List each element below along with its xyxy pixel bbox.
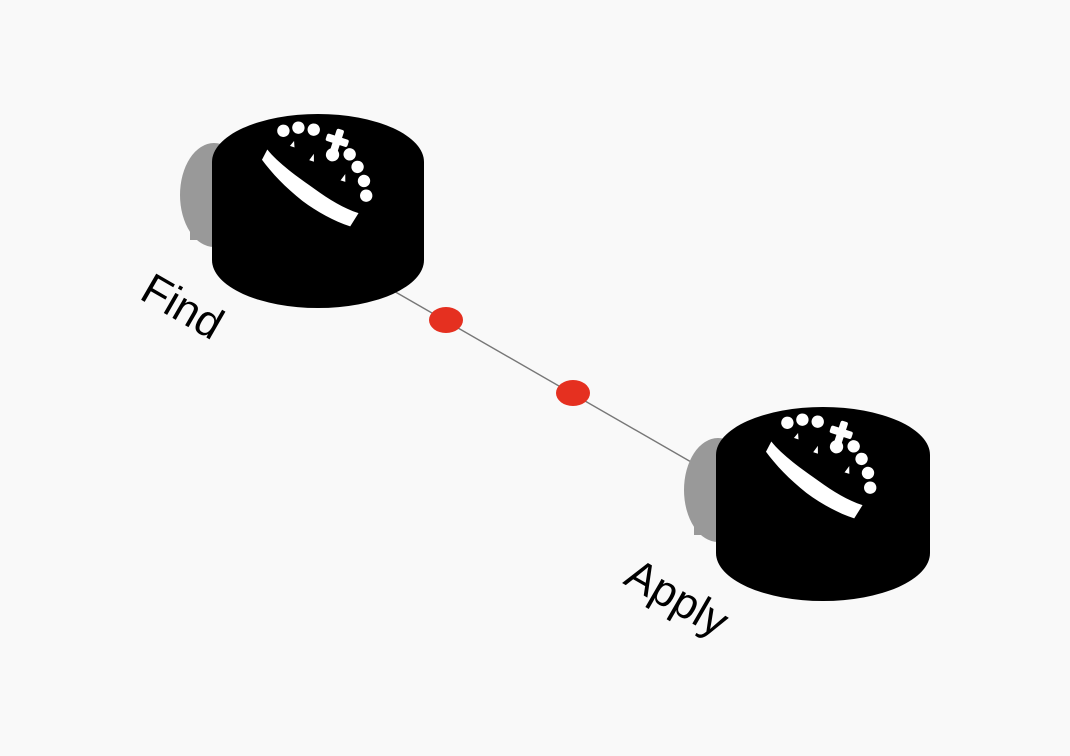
node-apply[interactable]: [684, 399, 930, 601]
connection-marker-2: [556, 380, 590, 406]
node-find-cylinder: [212, 114, 424, 308]
node-find[interactable]: [180, 107, 424, 308]
connection-marker-1: [429, 307, 463, 333]
node-find-label: Find: [133, 264, 232, 349]
node-apply-cylinder: [716, 407, 930, 601]
